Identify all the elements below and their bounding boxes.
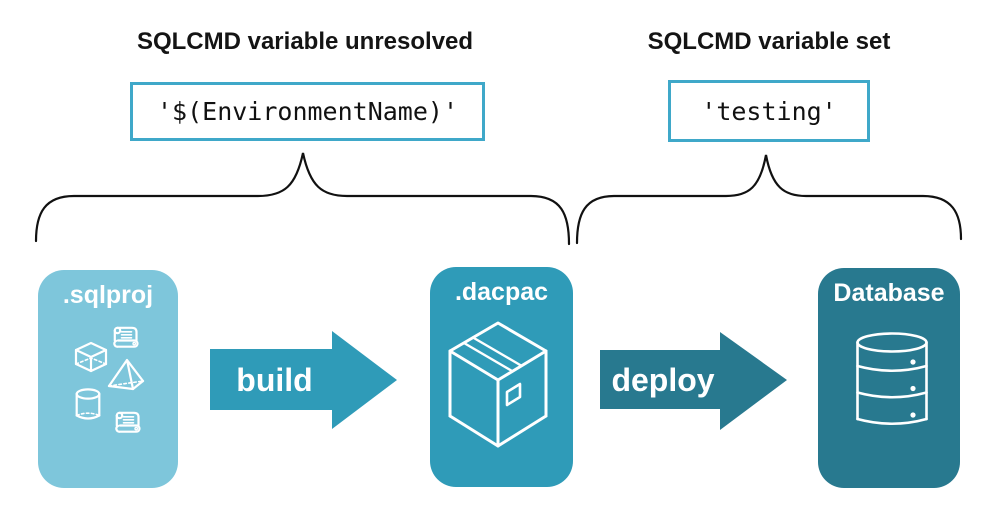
stage-sqlproj: .sqlproj — [38, 270, 178, 488]
left-brace — [34, 152, 571, 246]
cylinder-icon — [75, 388, 101, 420]
cube-icon — [74, 341, 108, 373]
deploy-arrow-label: deploy — [611, 362, 715, 398]
package-box-icon — [448, 321, 548, 448]
code-box-set: 'testing' — [668, 80, 870, 142]
sql-objects-icon-group — [74, 326, 145, 433]
database-cylinder-icon — [856, 332, 928, 425]
code-value-set: 'testing' — [701, 96, 837, 126]
code-value-unresolved: '$(EnvironmentName)' — [156, 97, 459, 126]
heading-set: SQLCMD variable set — [647, 28, 891, 55]
stage-dacpac-label: .dacpac — [454, 278, 549, 306]
scroll-icon — [113, 326, 139, 348]
right-brace — [575, 154, 963, 245]
pyramid-icon — [107, 358, 145, 391]
heading-unresolved: SQLCMD variable unresolved — [136, 28, 474, 55]
stage-dacpac: .dacpac — [430, 267, 573, 487]
build-arrow-label: build — [236, 362, 313, 398]
stage-database: Database — [818, 268, 960, 488]
stage-database-label: Database — [833, 279, 945, 307]
code-box-unresolved: '$(EnvironmentName)' — [130, 82, 485, 141]
stage-sqlproj-label: .sqlproj — [62, 281, 154, 309]
scroll-icon — [115, 411, 141, 433]
